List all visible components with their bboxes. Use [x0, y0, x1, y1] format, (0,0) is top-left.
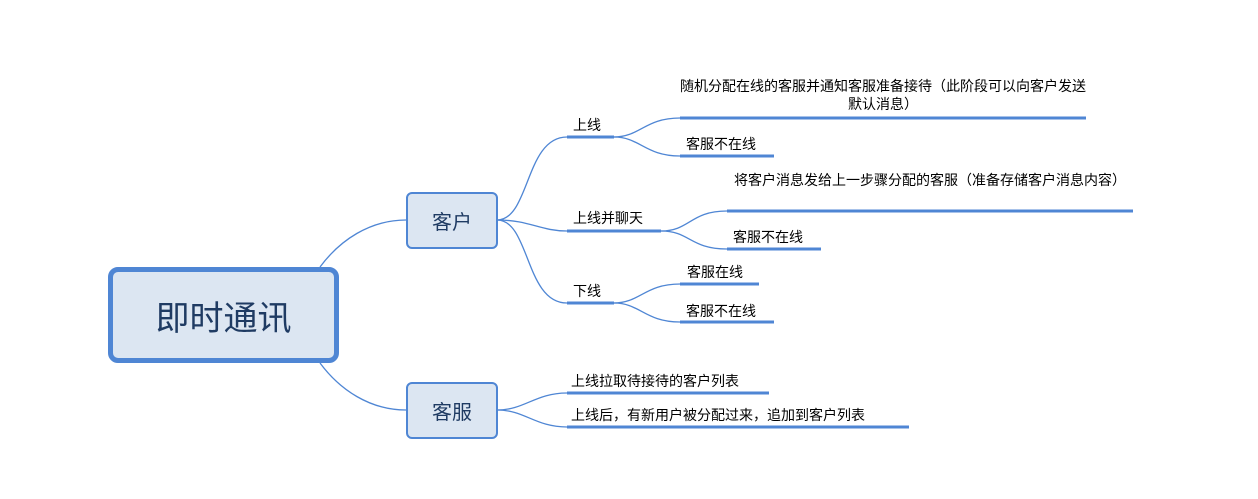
branch-offline-label: 下线	[573, 284, 601, 300]
connector-online-child-2	[613, 136, 681, 157]
chat-child-2-label: 客服不在线	[733, 230, 803, 246]
customer-label: 客户	[432, 210, 472, 234]
agent-branch-append-label: 上线后，有新用户被分配过来，追加到客户列表	[571, 408, 865, 424]
connector-root-agent	[319, 362, 407, 411]
offline-child-1-label: 客服在线	[687, 265, 743, 281]
connector-customer-online	[496, 136, 568, 221]
online-child-1-label: 随机分配在线的客服并通知客服准备接待（此阶段可以向客户发送默认消息）	[680, 79, 1086, 113]
chat-child-1-label: 将客户消息发给上一步骤分配的客服（准备存储客户消息内容）	[734, 173, 1126, 189]
root-node[interactable]: 即时通讯	[108, 267, 339, 363]
connector-customer-offline	[496, 219, 568, 304]
agent-label: 客服	[432, 400, 472, 424]
connector-chat-child-2	[660, 230, 728, 250]
connector-root-customer	[319, 219, 407, 268]
connector-chat-child-1	[660, 210, 728, 232]
branch-online-label: 上线	[573, 118, 601, 134]
offline-child-2-label: 客服不在线	[686, 304, 756, 320]
connector-agent-pull	[496, 392, 568, 411]
agent-node[interactable]: 客服	[406, 382, 498, 439]
agent-branch-pull-label: 上线拉取待接待的客户列表	[571, 374, 739, 390]
branch-chat-label: 上线并聊天	[573, 211, 643, 227]
root-label: 即时通讯	[155, 298, 292, 339]
connector-agent-append	[496, 409, 568, 428]
connector-online-child-1	[613, 117, 681, 138]
connector-offline-child-1	[613, 283, 681, 304]
customer-node[interactable]: 客户	[406, 192, 498, 249]
online-child-2-label: 客服不在线	[686, 137, 756, 153]
connector-offline-child-2	[613, 302, 681, 323]
connector-customer-chat	[496, 219, 568, 232]
